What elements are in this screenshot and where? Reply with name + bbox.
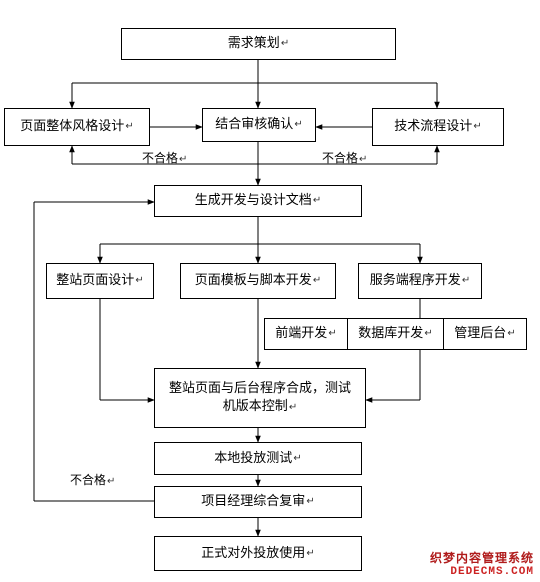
node-label: 整站页面设计: [56, 273, 135, 288]
paragraph-mark-icon: ↵: [107, 476, 116, 487]
node-label: 服务端程序开发: [369, 273, 461, 288]
node-label: 管理后台: [454, 326, 507, 341]
node-admin-backend: 管理后台↵: [443, 318, 527, 350]
paragraph-mark-icon: ↵: [288, 401, 298, 413]
paragraph-mark-icon: ↵: [461, 275, 471, 286]
paragraph-mark-icon: ↵: [135, 275, 144, 286]
fail-label-loop: 不合格↵: [70, 471, 115, 488]
fail-label-right: 不合格↵: [322, 149, 367, 166]
fail-label-text: 不合格: [322, 151, 359, 165]
watermark-en: DEDECMS.COM: [450, 566, 534, 578]
paragraph-mark-icon: ↵: [312, 275, 322, 286]
node-label: 需求策划: [227, 36, 280, 51]
node-label: 数据库开发: [358, 326, 424, 341]
node-official-release: 正式对外投放使用↵: [154, 536, 362, 571]
node-tech-flow-design: 技术流程设计↵: [372, 108, 504, 146]
watermark-cn: 织梦内容管理系统: [429, 551, 534, 565]
node-template-script-dev: 页面模板与脚本开发↵: [180, 263, 336, 299]
node-label: 结合审核确认: [215, 117, 294, 132]
node-label: 本地投放测试: [214, 450, 293, 466]
paragraph-mark-icon: ↵: [473, 121, 482, 132]
fail-label-text: 不合格: [142, 151, 179, 165]
paragraph-mark-icon: ↵: [306, 547, 315, 559]
fail-label-left: 不合格↵: [142, 149, 187, 166]
fail-label-text: 不合格: [70, 473, 107, 487]
node-local-test: 本地投放测试↵: [154, 442, 362, 475]
paragraph-mark-icon: ↵: [125, 121, 134, 132]
paragraph-mark-icon: ↵: [306, 496, 315, 507]
node-dev-design-docs: 生成开发与设计文档↵: [154, 185, 362, 217]
paragraph-mark-icon: ↵: [179, 154, 188, 165]
node-label: 页面整体风格设计: [20, 119, 125, 134]
node-label: 前端开发: [275, 326, 328, 341]
node-label: 整站页面与后台程序合成，测试机版本控制: [168, 380, 351, 414]
paragraph-mark-icon: ↵: [312, 195, 322, 206]
node-pm-review: 项目经理综合复审↵: [154, 486, 362, 518]
paragraph-mark-icon: ↵: [424, 328, 433, 339]
node-demand-planning: 需求策划↵: [121, 28, 396, 60]
node-combined-review: 结合审核确认↵: [202, 108, 316, 142]
node-integration: 整站页面与后台程序合成，测试机版本控制↵: [154, 368, 366, 428]
node-label: 生成开发与设计文档: [194, 193, 312, 208]
watermark-logo: 织梦内容管理系统 DEDECMS.COM: [430, 549, 534, 578]
paragraph-mark-icon: ↵: [507, 328, 516, 339]
node-frontend-dev: 前端开发↵: [264, 318, 348, 350]
node-database-dev: 数据库开发↵: [347, 318, 444, 350]
node-page-style-design: 页面整体风格设计↵: [4, 108, 150, 146]
node-label: 项目经理综合复审: [201, 494, 306, 509]
paragraph-mark-icon: ↵: [328, 328, 337, 339]
paragraph-mark-icon: ↵: [280, 38, 290, 49]
paragraph-mark-icon: ↵: [294, 119, 303, 130]
paragraph-mark-icon: ↵: [293, 452, 302, 464]
paragraph-mark-icon: ↵: [359, 154, 368, 165]
node-label: 页面模板与脚本开发: [194, 273, 312, 288]
node-site-page-design: 整站页面设计↵: [46, 263, 154, 299]
node-server-program-dev: 服务端程序开发↵: [358, 263, 482, 299]
node-label: 技术流程设计: [394, 119, 473, 134]
node-label: 正式对外投放使用: [201, 545, 306, 561]
